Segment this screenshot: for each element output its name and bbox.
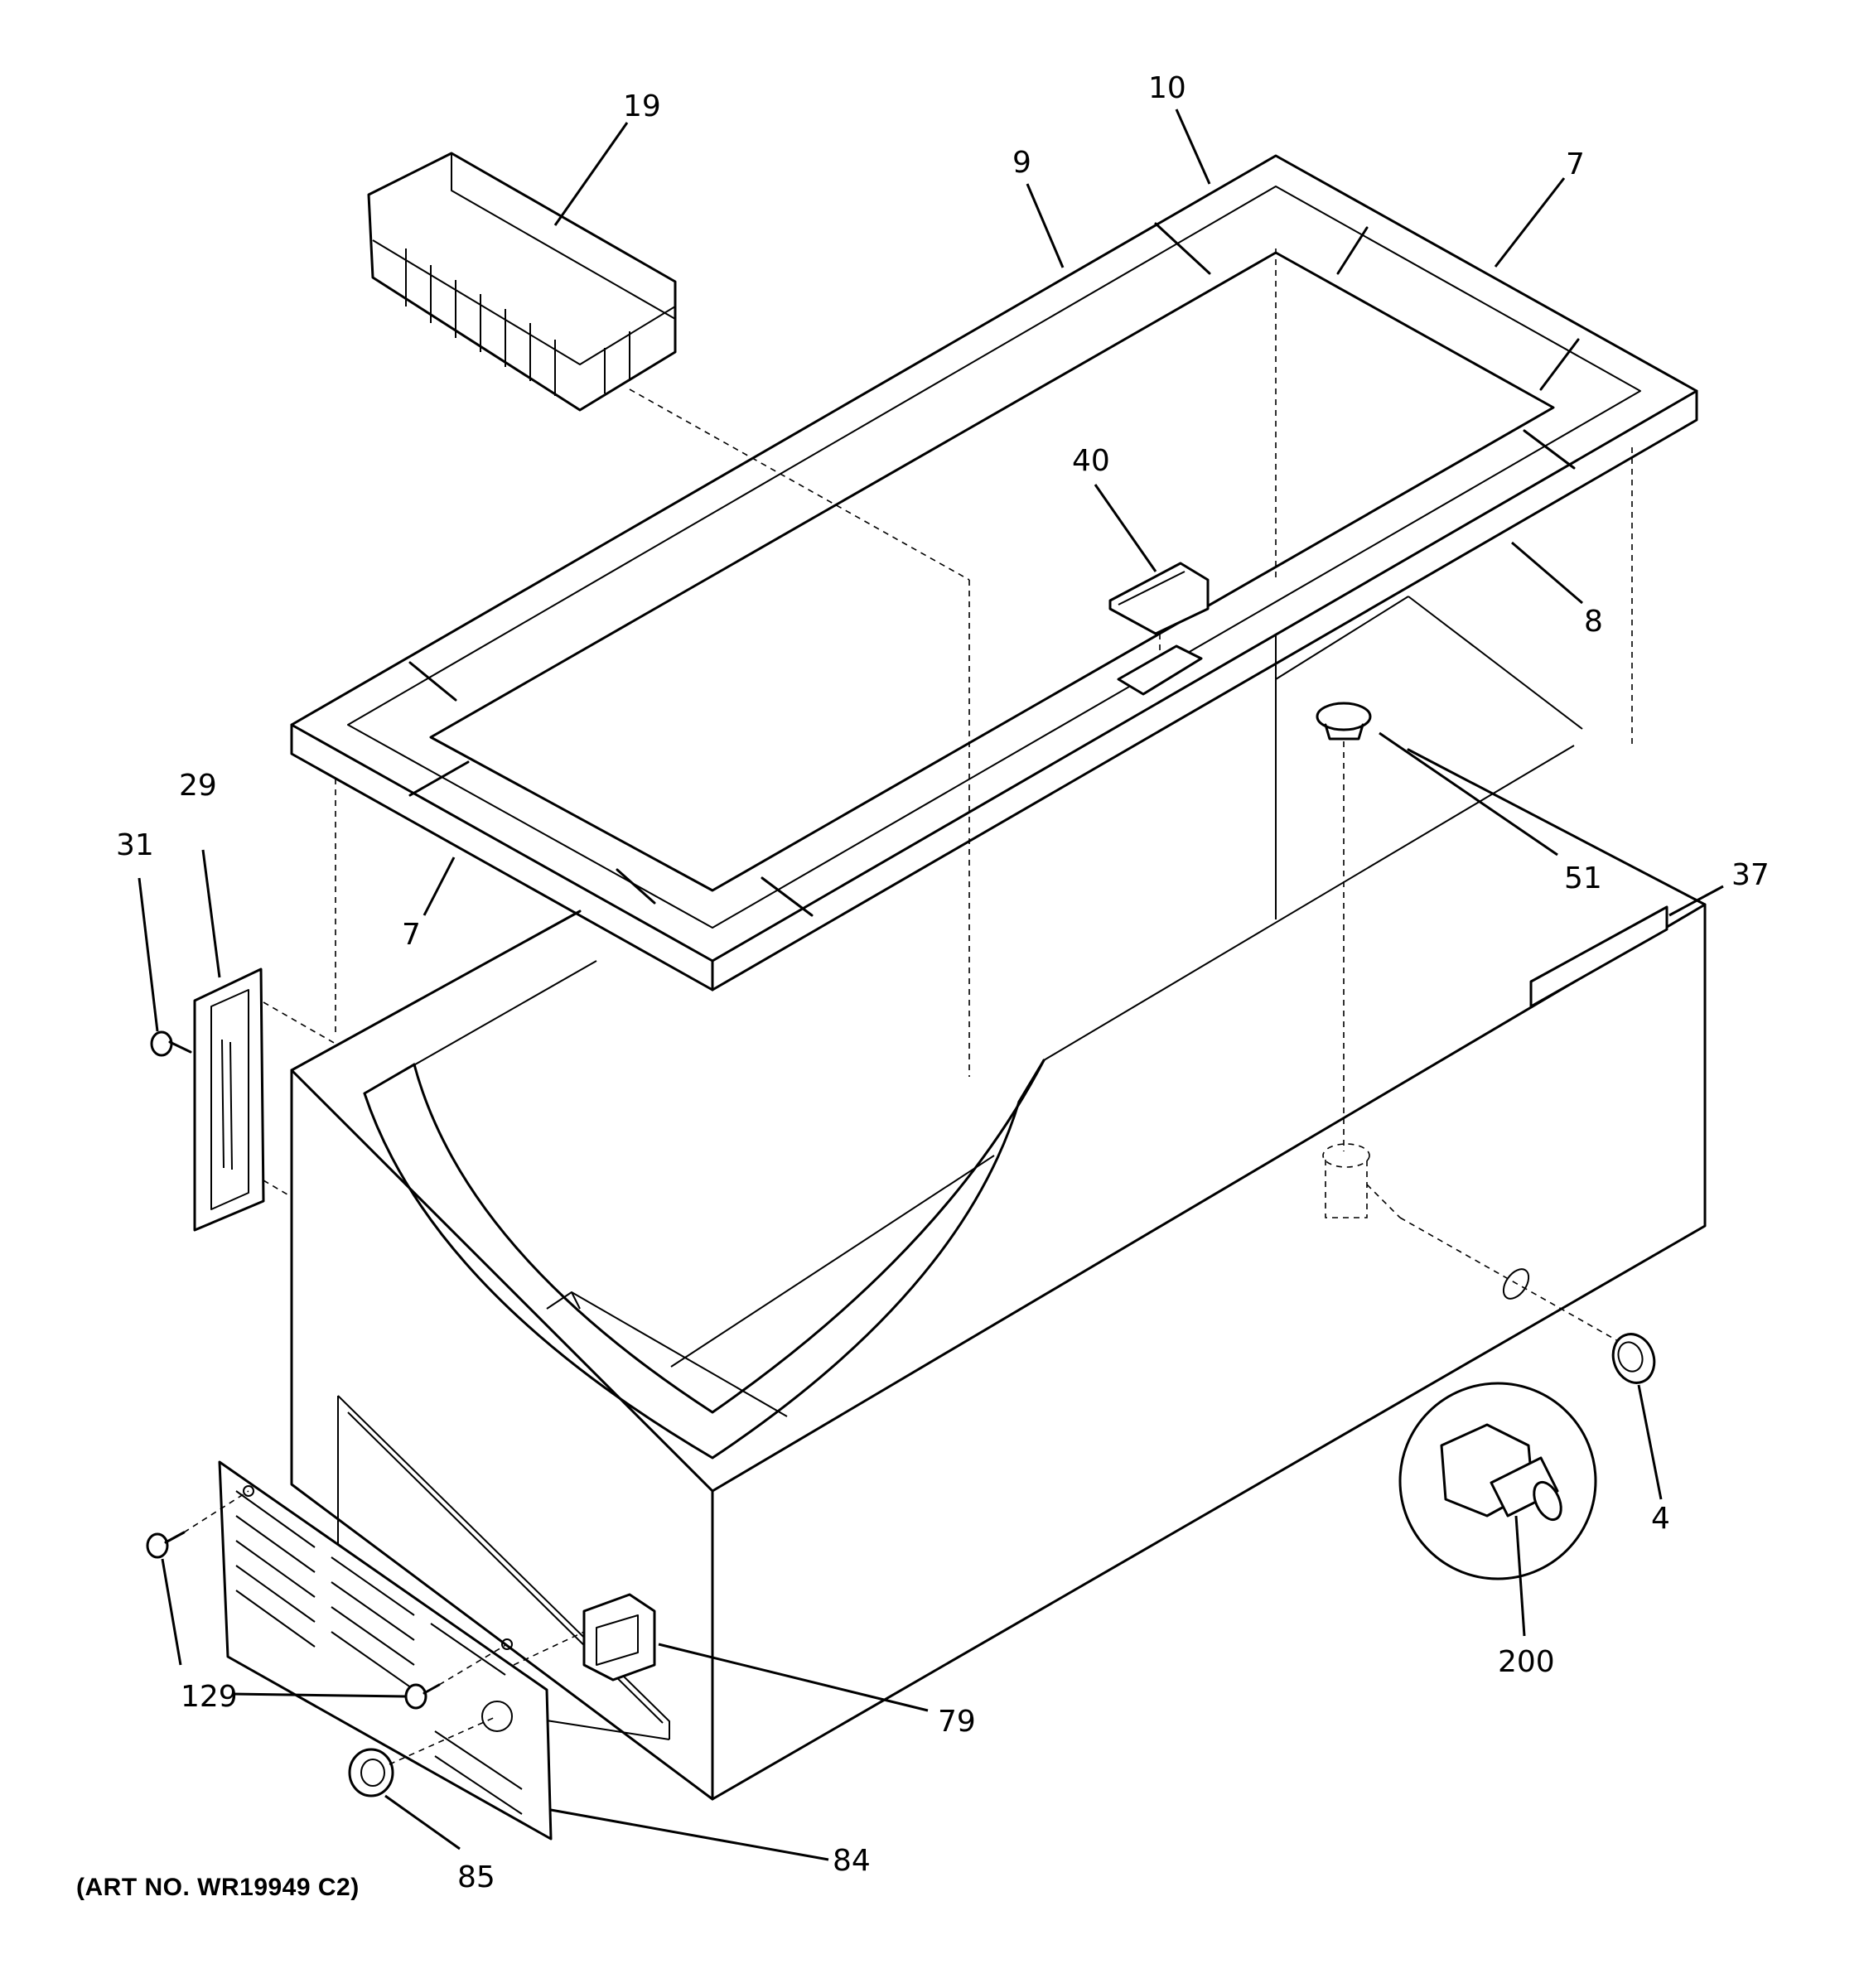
part-51-plug bbox=[1316, 702, 1558, 1151]
part-79-control bbox=[513, 1593, 929, 1712]
callout-200: 200 bbox=[1498, 1645, 1555, 1679]
leader-10 bbox=[1175, 109, 1211, 185]
leader-7-top bbox=[1494, 177, 1566, 268]
callout-9: 9 bbox=[1012, 146, 1031, 180]
part-84-grille bbox=[218, 1460, 829, 1861]
callout-19: 19 bbox=[623, 89, 661, 123]
part-200-drain-fitting bbox=[1398, 1382, 1597, 1637]
part-85-knob bbox=[348, 1715, 498, 1850]
leader-9 bbox=[1026, 183, 1065, 268]
storage-basket bbox=[367, 122, 970, 581]
callout-31: 31 bbox=[116, 828, 154, 862]
part-129-screws bbox=[146, 1490, 508, 1710]
callout-40: 40 bbox=[1072, 444, 1110, 478]
callout-79: 79 bbox=[938, 1705, 976, 1739]
part-31-screw bbox=[138, 877, 192, 1057]
part-4-drain-cap bbox=[1611, 1333, 1663, 1500]
callout-7-top: 7 bbox=[1566, 147, 1585, 181]
callout-51: 51 bbox=[1564, 861, 1602, 895]
callout-37: 37 bbox=[1731, 858, 1770, 892]
callout-85: 85 bbox=[457, 1860, 495, 1894]
leader-7-bottom bbox=[423, 856, 456, 916]
callout-4: 4 bbox=[1651, 1502, 1670, 1536]
callout-8: 8 bbox=[1584, 605, 1603, 639]
leader-37 bbox=[1668, 885, 1724, 917]
callout-7-bottom: 7 bbox=[402, 918, 421, 952]
callout-84: 84 bbox=[833, 1844, 871, 1878]
callout-129: 129 bbox=[181, 1680, 238, 1714]
leader-8 bbox=[1511, 541, 1583, 605]
part-29-hinge bbox=[193, 849, 336, 1232]
art-number: (ART NO. WR19949 C2) bbox=[76, 1874, 360, 1901]
part-40-component bbox=[1094, 484, 1210, 696]
callout-10: 10 bbox=[1148, 71, 1186, 105]
drain-assembly bbox=[1322, 1143, 1620, 1343]
callout-29: 29 bbox=[179, 769, 217, 803]
gasket-frame bbox=[290, 154, 1698, 1077]
